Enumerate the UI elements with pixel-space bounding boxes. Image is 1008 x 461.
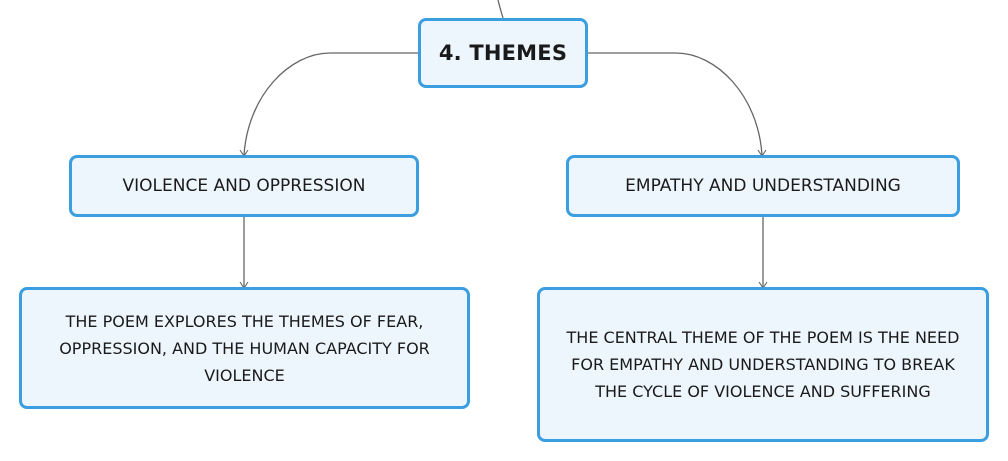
topic-node-label: VIOLENCE AND OPPRESSION [122,176,366,196]
topic-node-violence-and-oppression[interactable]: VIOLENCE AND OPPRESSION [69,155,419,217]
topic-node-label: EMPATHY AND UNDERSTANDING [625,176,901,196]
detail-node-text: THE POEM EXPLORES THE THEMES OF FEAR, OP… [59,311,430,385]
connector-root-to-right-topic [588,52,763,156]
root-node[interactable]: 4. THEMES [418,18,588,88]
connector-root-to-left-topic [243,52,418,156]
connector-incoming [497,0,504,19]
detail-node-violence-and-oppression[interactable]: THE POEM EXPLORES THE THEMES OF FEAR, OP… [19,287,470,409]
detail-node-empathy-and-understanding[interactable]: THE CENTRAL THEME OF THE POEM IS THE NEE… [537,287,989,442]
root-node-label: 4. THEMES [438,41,568,65]
detail-node-text: THE CENTRAL THEME OF THE POEM IS THE NEE… [566,328,960,401]
topic-node-empathy-and-understanding[interactable]: EMPATHY AND UNDERSTANDING [566,155,960,217]
